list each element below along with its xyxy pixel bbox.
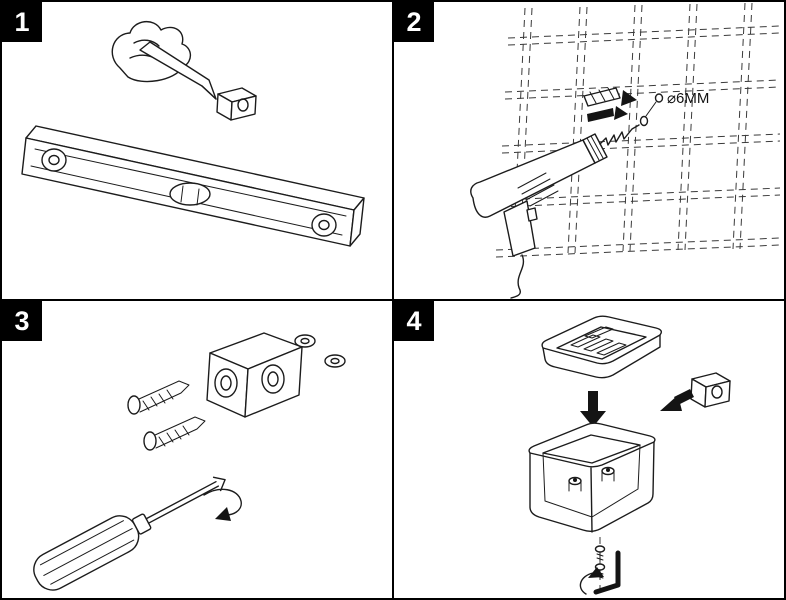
wall-bracket-icon bbox=[690, 372, 731, 408]
soap-dish-icon bbox=[541, 315, 663, 379]
step-4-panel: 4 bbox=[394, 301, 784, 598]
step-4-number-badge: 4 bbox=[394, 301, 434, 341]
holder-cup-icon bbox=[528, 422, 656, 533]
allen-key-icon bbox=[579, 550, 621, 595]
drill-wall-illustration: ⌀6MM bbox=[470, 2, 781, 299]
soap-dish-assembly-illustration bbox=[528, 315, 731, 595]
down-arrow-icon bbox=[580, 391, 606, 427]
hand-with-pencil-icon bbox=[111, 21, 217, 100]
diameter-text: ⌀6MM bbox=[667, 90, 709, 107]
screwdriver-icon bbox=[33, 476, 226, 591]
wall-anchor-icon bbox=[583, 87, 637, 122]
step-3-panel: 3 bbox=[2, 301, 392, 598]
mounting-block-icon bbox=[206, 332, 303, 418]
fixing-screws-icon bbox=[594, 537, 606, 593]
rotation-arrow-icon bbox=[203, 488, 242, 521]
washers-icon bbox=[294, 334, 346, 368]
step-2-number-badge: 2 bbox=[394, 2, 434, 42]
screwdriver-bracket-illustration bbox=[33, 332, 346, 591]
spirit-level-icon bbox=[21, 125, 365, 247]
step-3-number-badge: 3 bbox=[2, 301, 42, 341]
drill-hole-icon bbox=[639, 115, 649, 127]
left-arrow-icon bbox=[660, 389, 694, 411]
spirit-level-illustration bbox=[21, 21, 365, 247]
diameter-label: ⌀6MM bbox=[645, 90, 709, 117]
step-1-panel: 1 bbox=[2, 2, 392, 299]
tile-wall-icon bbox=[495, 2, 781, 258]
wall-bracket-icon bbox=[216, 87, 257, 121]
step-2-panel: 2 bbox=[394, 2, 784, 299]
power-drill-icon bbox=[470, 124, 640, 299]
step-1-number-badge: 1 bbox=[2, 2, 42, 42]
screws-icon bbox=[127, 380, 206, 451]
